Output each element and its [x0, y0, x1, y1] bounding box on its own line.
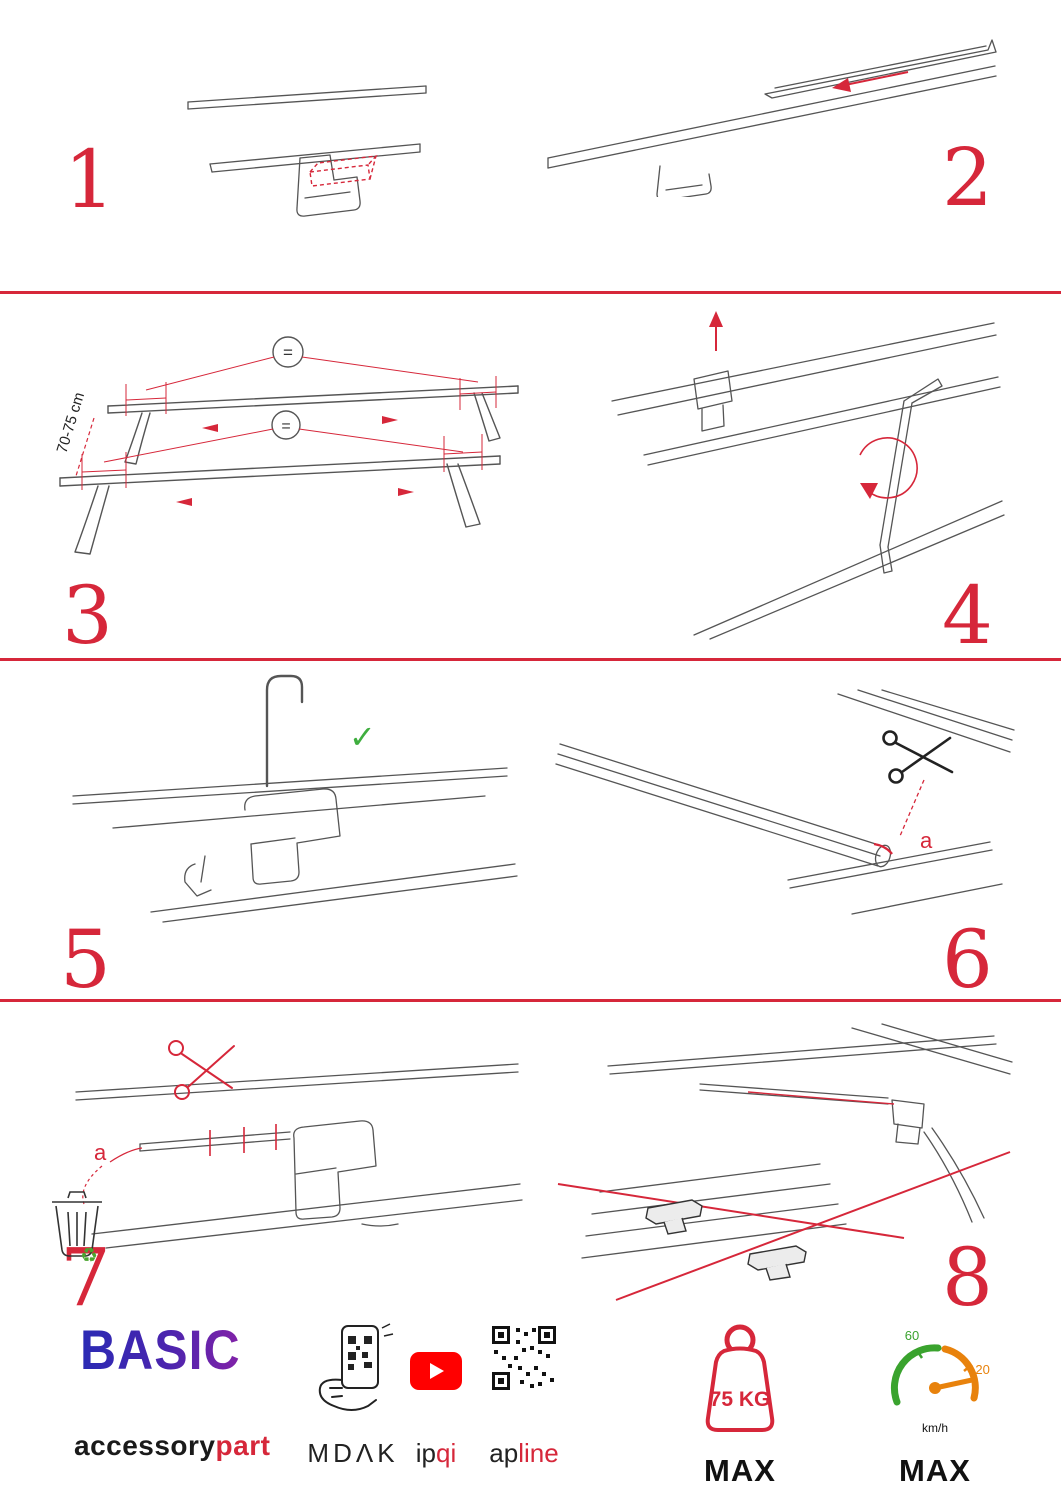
step-5-number: 5	[60, 913, 111, 1006]
speed-max-label: MAX	[899, 1453, 971, 1488]
step-4-illustration	[611, 311, 1005, 640]
trash-bin-icon	[52, 1191, 102, 1257]
equal-sign-bottom: =	[281, 418, 290, 435]
insert-plate-highlight	[309, 155, 378, 187]
step-3-illustration: = = 70-75 cm	[54, 336, 519, 555]
qr-code-icon	[492, 1326, 556, 1390]
hand-icon	[318, 1378, 377, 1411]
check-icon: ✓	[349, 719, 376, 755]
step-3-number: 3	[62, 569, 113, 662]
step-5-illustration: ✓	[72, 674, 518, 923]
t-adapters	[645, 1199, 807, 1281]
mount-zone-lines	[557, 1151, 1011, 1301]
brand-logo: BASIC	[80, 1318, 241, 1382]
brand-subtitle-black: accessory	[74, 1430, 216, 1461]
equal-badge-top: =	[272, 336, 304, 368]
phone-qr-icon	[318, 1323, 394, 1411]
step-6-number: 6	[942, 913, 993, 1006]
youtube-icon	[410, 1352, 462, 1390]
logo-ipqi-black: ip	[415, 1438, 436, 1468]
logo-ipqi-red: qi	[436, 1438, 457, 1468]
cut-strip-highlight	[873, 779, 925, 855]
brand-subtitle-red: part	[215, 1430, 271, 1461]
step-1-number: 1	[64, 133, 115, 226]
measurement-lines	[81, 356, 497, 490]
step-8-number: 8	[942, 1231, 993, 1324]
logo-mdak: MDΛK	[307, 1438, 399, 1468]
label-a: a	[920, 828, 933, 853]
section-divider-2	[0, 658, 1061, 661]
step-4-number: 4	[942, 569, 993, 662]
scissors-icon	[168, 1040, 235, 1100]
step-2-number: 2	[942, 131, 993, 224]
speed-unit: km/h	[922, 1421, 948, 1435]
lift-arrow	[709, 311, 723, 351]
logo-apline-black: ap	[489, 1438, 519, 1468]
step-7-illustration: a ♻	[52, 1040, 523, 1266]
label-a: a	[94, 1140, 107, 1165]
section-divider-3	[0, 999, 1061, 1002]
step-2-illustration	[547, 39, 997, 197]
adjust-arrows	[176, 416, 414, 506]
cut-marks	[209, 1124, 277, 1156]
slide-direction-arrow	[832, 71, 909, 92]
brand-subtitle: accessorypart	[74, 1430, 270, 1462]
step-6-illustration: a	[555, 689, 1015, 915]
step-1-illustration	[187, 85, 427, 217]
logo-apline-red: line	[518, 1438, 559, 1468]
section-divider-1	[0, 291, 1061, 294]
scissors-icon	[882, 730, 954, 784]
weight-max-label: MAX	[704, 1453, 776, 1488]
speed-60: 60	[905, 1328, 919, 1343]
speedometer-needle	[932, 1377, 975, 1391]
logo-ipqi: ipqi	[404, 1438, 468, 1469]
step-7-number: 7	[60, 1231, 111, 1324]
weight-limit-icon: 75 KG	[705, 1324, 775, 1432]
logo-apline: apline	[478, 1438, 570, 1469]
distance-annotation: 70-75 cm	[54, 390, 95, 477]
equal-badge-bottom: =	[271, 410, 301, 440]
channel-highlight	[747, 1091, 895, 1105]
rotate-arrow	[859, 437, 918, 499]
distance-label: 70-75 cm	[54, 390, 89, 455]
speed-limit-icon: 60 120 km/h	[890, 1328, 990, 1435]
step-8-illustration	[557, 1023, 1013, 1301]
equal-sign-top: =	[283, 343, 293, 362]
speed-120: 120	[968, 1362, 990, 1377]
recycle-icon: ♻	[80, 1245, 98, 1266]
weight-value: 75 KG	[710, 1388, 771, 1411]
